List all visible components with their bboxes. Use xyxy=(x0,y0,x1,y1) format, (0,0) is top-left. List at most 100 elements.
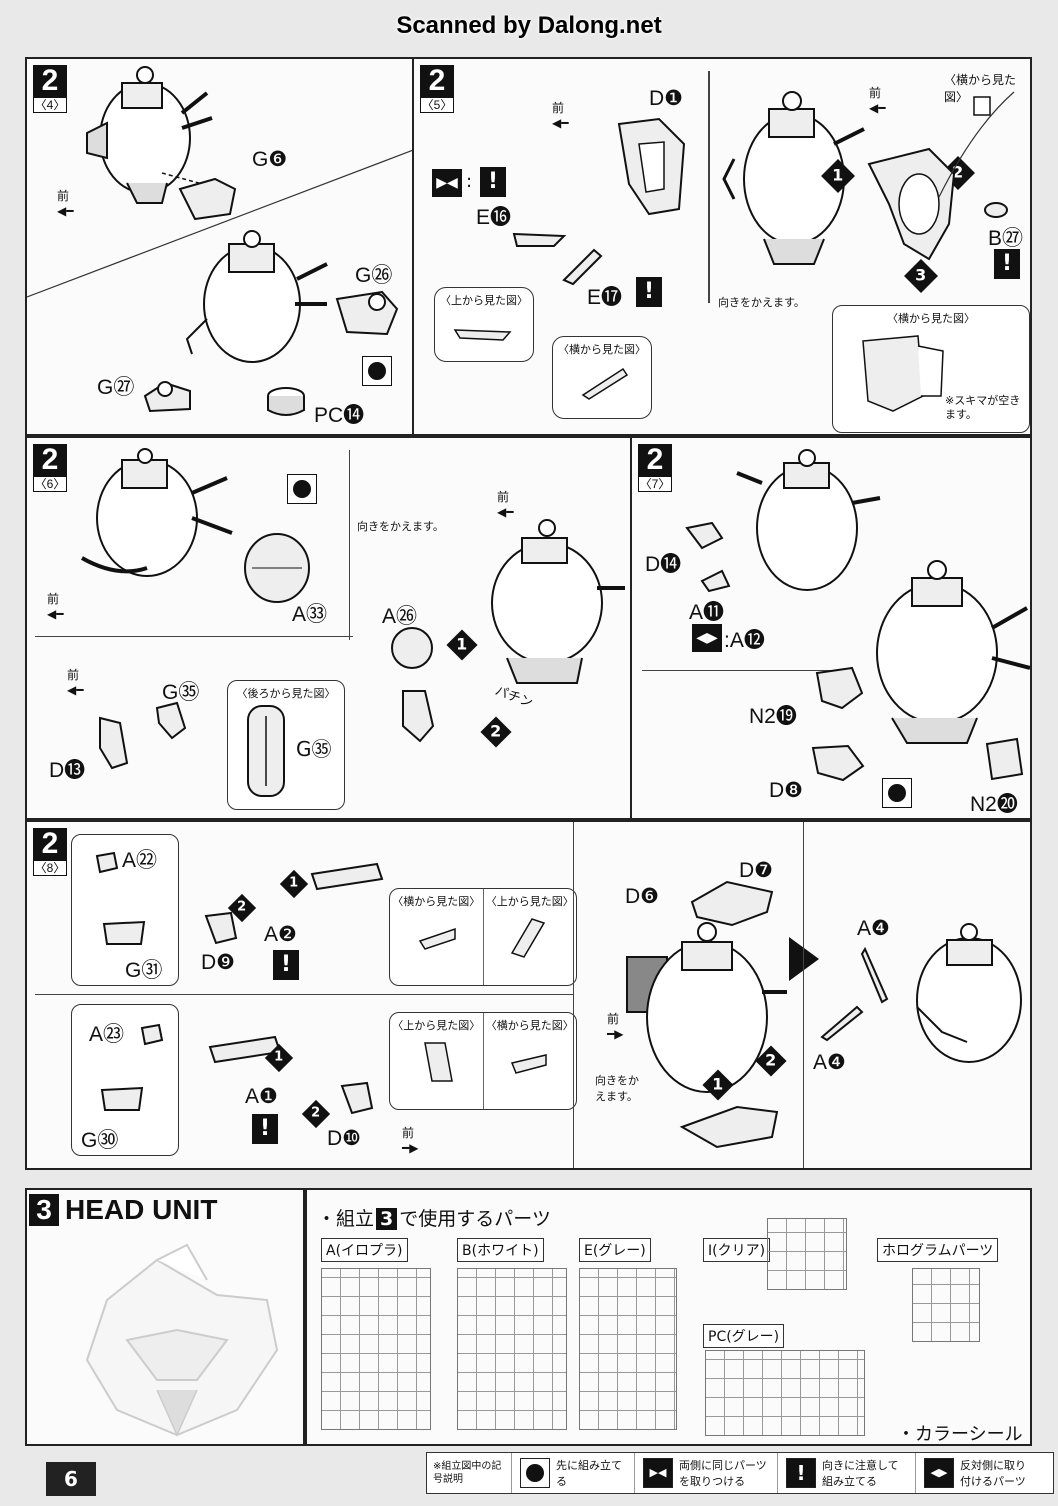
sprue-pc xyxy=(705,1350,865,1436)
torso-assembly-illustration xyxy=(626,922,787,1093)
label-d6: D❻ xyxy=(625,885,659,908)
legend-item-opposite-side: ◀▶ 反対側に取り付けるパーツ xyxy=(915,1453,1043,1493)
torso-assembly-illustration-2 xyxy=(876,560,1030,744)
pre-assembly-icon xyxy=(882,778,912,808)
warning-icon: ! xyxy=(273,950,299,980)
part-n220 xyxy=(985,737,1024,781)
step-2-8-panel: 2〈8〉 A㉒ G㉛ D❾ 2 1 A❷ ! 〈横から見た図〉 〈上から見た図〉… xyxy=(25,820,1032,1170)
side-view-box-lower: 〈横から見た図〉 ※スキマが空きます。 xyxy=(832,305,1030,433)
label-n219: N2⓳ xyxy=(749,705,797,728)
back-view-box: 〈後ろから見た図〉 G㉟ xyxy=(227,680,345,810)
part-g6 xyxy=(178,177,237,221)
step-2-6-panel: 2〈6〉 前◀━ A㉝ 前◀━ G㉟ D⓭ 〈後ろから見た図〉 G㉟ 前◀━ 向… xyxy=(25,436,632,820)
top-view-part xyxy=(510,918,545,958)
step-number-1: 1 xyxy=(279,869,309,899)
label-e17: E⓱ xyxy=(587,286,623,309)
opposite-side-parts-icon: ◀▶ xyxy=(692,624,722,652)
step-3-title: HEAD UNIT xyxy=(65,1194,218,1225)
label-g26: G㉖ xyxy=(355,264,393,287)
sprue-label-b: B(ホワイト) xyxy=(457,1238,544,1262)
same-parts-both-sides-icon: ▶◀ xyxy=(643,1458,673,1488)
side-view-lower-illustration xyxy=(862,335,944,412)
label-d14: D⓮ xyxy=(645,553,682,576)
torso-assembly-illustration xyxy=(81,448,233,577)
step-badge: 2〈7〉 xyxy=(638,443,672,492)
front-indicator: 前━▶ xyxy=(607,1012,624,1041)
front-indicator: 前◀━ xyxy=(552,101,569,130)
step-number-2: 2 xyxy=(301,1099,331,1129)
warning-icon: ! xyxy=(994,249,1020,279)
side-view-box: 〈横から見た図〉 xyxy=(552,336,652,419)
part-e16 xyxy=(512,232,567,247)
label-g35-back: G㉟ xyxy=(296,737,332,761)
step-3-badge: 3 xyxy=(29,1194,59,1226)
side-top-view-box-upper: 〈横から見た図〉 〈上から見た図〉 xyxy=(389,888,577,986)
top-side-view-box-lower: 〈上から見た図〉 〈横から見た図〉 xyxy=(389,1012,577,1110)
label-g6: G❻ xyxy=(252,148,288,171)
torso-assembly-illustration-2 xyxy=(185,230,328,363)
turn-note: 向きをかえます。 xyxy=(718,296,805,309)
label-d1: D❶ xyxy=(649,87,683,110)
step-badge: 2〈6〉 xyxy=(33,443,67,492)
label-a26: A㉖ xyxy=(382,605,418,628)
label-d13: D⓭ xyxy=(49,759,86,782)
turn-note: 向きをかえます。 xyxy=(357,520,444,533)
front-indicator: 前◀━ xyxy=(57,189,74,218)
warning-icon: ! xyxy=(636,277,662,307)
front-indicator: 前◀━ xyxy=(497,490,514,519)
step-3-head-unit-panel: 3 HEAD UNIT xyxy=(25,1188,305,1446)
sprue-e xyxy=(579,1268,677,1430)
hologram-parts-sheet xyxy=(912,1268,980,1342)
color-sticker-label: ・カラーシール xyxy=(897,1424,1023,1445)
vertical-divider xyxy=(349,450,351,640)
top-view-part xyxy=(424,1042,453,1082)
label-g31: G㉛ xyxy=(125,959,163,982)
warning-icon: ! xyxy=(786,1458,816,1488)
part-d1 xyxy=(617,117,686,216)
vertical-divider xyxy=(573,822,575,1168)
opposite-side-parts-icon: ◀▶ xyxy=(924,1458,954,1488)
sprue-label-e: E(グレー) xyxy=(579,1238,651,1262)
label-a4: A❹ xyxy=(857,917,890,940)
part-n219 xyxy=(815,666,864,710)
part-g35 xyxy=(155,701,187,740)
label-a2: A❷ xyxy=(264,923,297,946)
side-view-part xyxy=(510,1054,547,1074)
sprue-i xyxy=(767,1218,847,1290)
shoulder-bar-upper xyxy=(310,862,384,891)
part-g30 xyxy=(100,1086,144,1111)
part-shoulder-frame xyxy=(867,147,956,261)
legend-caption: ※組立図中の記号説明 xyxy=(433,1461,502,1485)
turn-note: 向きをかえます。 xyxy=(595,1074,639,1103)
sprue-label-a: A(イロプラ) xyxy=(321,1238,408,1262)
side-view-part xyxy=(418,927,456,950)
horizontal-divider xyxy=(35,636,353,638)
pre-assembly-icon xyxy=(362,356,392,386)
legend-item-warning: ! 向きに注意して組み立てる xyxy=(777,1453,915,1493)
part-d6 xyxy=(679,1105,779,1149)
part-a23 xyxy=(140,1023,164,1046)
divider-line xyxy=(27,149,412,298)
part-a33 xyxy=(244,533,310,603)
step-2-4-panel: 2〈4〉 前◀━ G❻ G㉖ G㉗ PC⓮ xyxy=(25,57,414,436)
label-g30: G㉚ xyxy=(81,1129,119,1152)
front-indicator: 前◀━ xyxy=(869,86,886,115)
front-indicator: 前◀━ xyxy=(47,592,64,621)
step-2-5-panel: 2〈5〉 前◀━ D❶ ▶◀ : ! E⓰ E⓱ ! 〈上から見た図〉 〈横から… xyxy=(412,57,1032,436)
head-unit-illustration xyxy=(85,1243,279,1437)
subassembly-box-upper xyxy=(71,834,179,986)
vertical-divider xyxy=(803,822,805,1168)
part-g26 xyxy=(335,290,399,336)
label-d10: D❿ xyxy=(327,1127,361,1150)
part-a22 xyxy=(95,851,119,874)
side-view-curve xyxy=(938,91,1015,198)
label-a1: A❶ xyxy=(245,1085,278,1108)
top-view-box: 〈上から見た図〉 xyxy=(434,287,534,362)
part-d9 xyxy=(204,911,238,945)
part-d14 xyxy=(685,521,724,550)
part-shoulder-cover xyxy=(402,690,435,743)
part-d7 xyxy=(690,880,774,927)
part-a26 xyxy=(391,627,433,669)
torso-assembly-illustration xyxy=(736,449,881,591)
